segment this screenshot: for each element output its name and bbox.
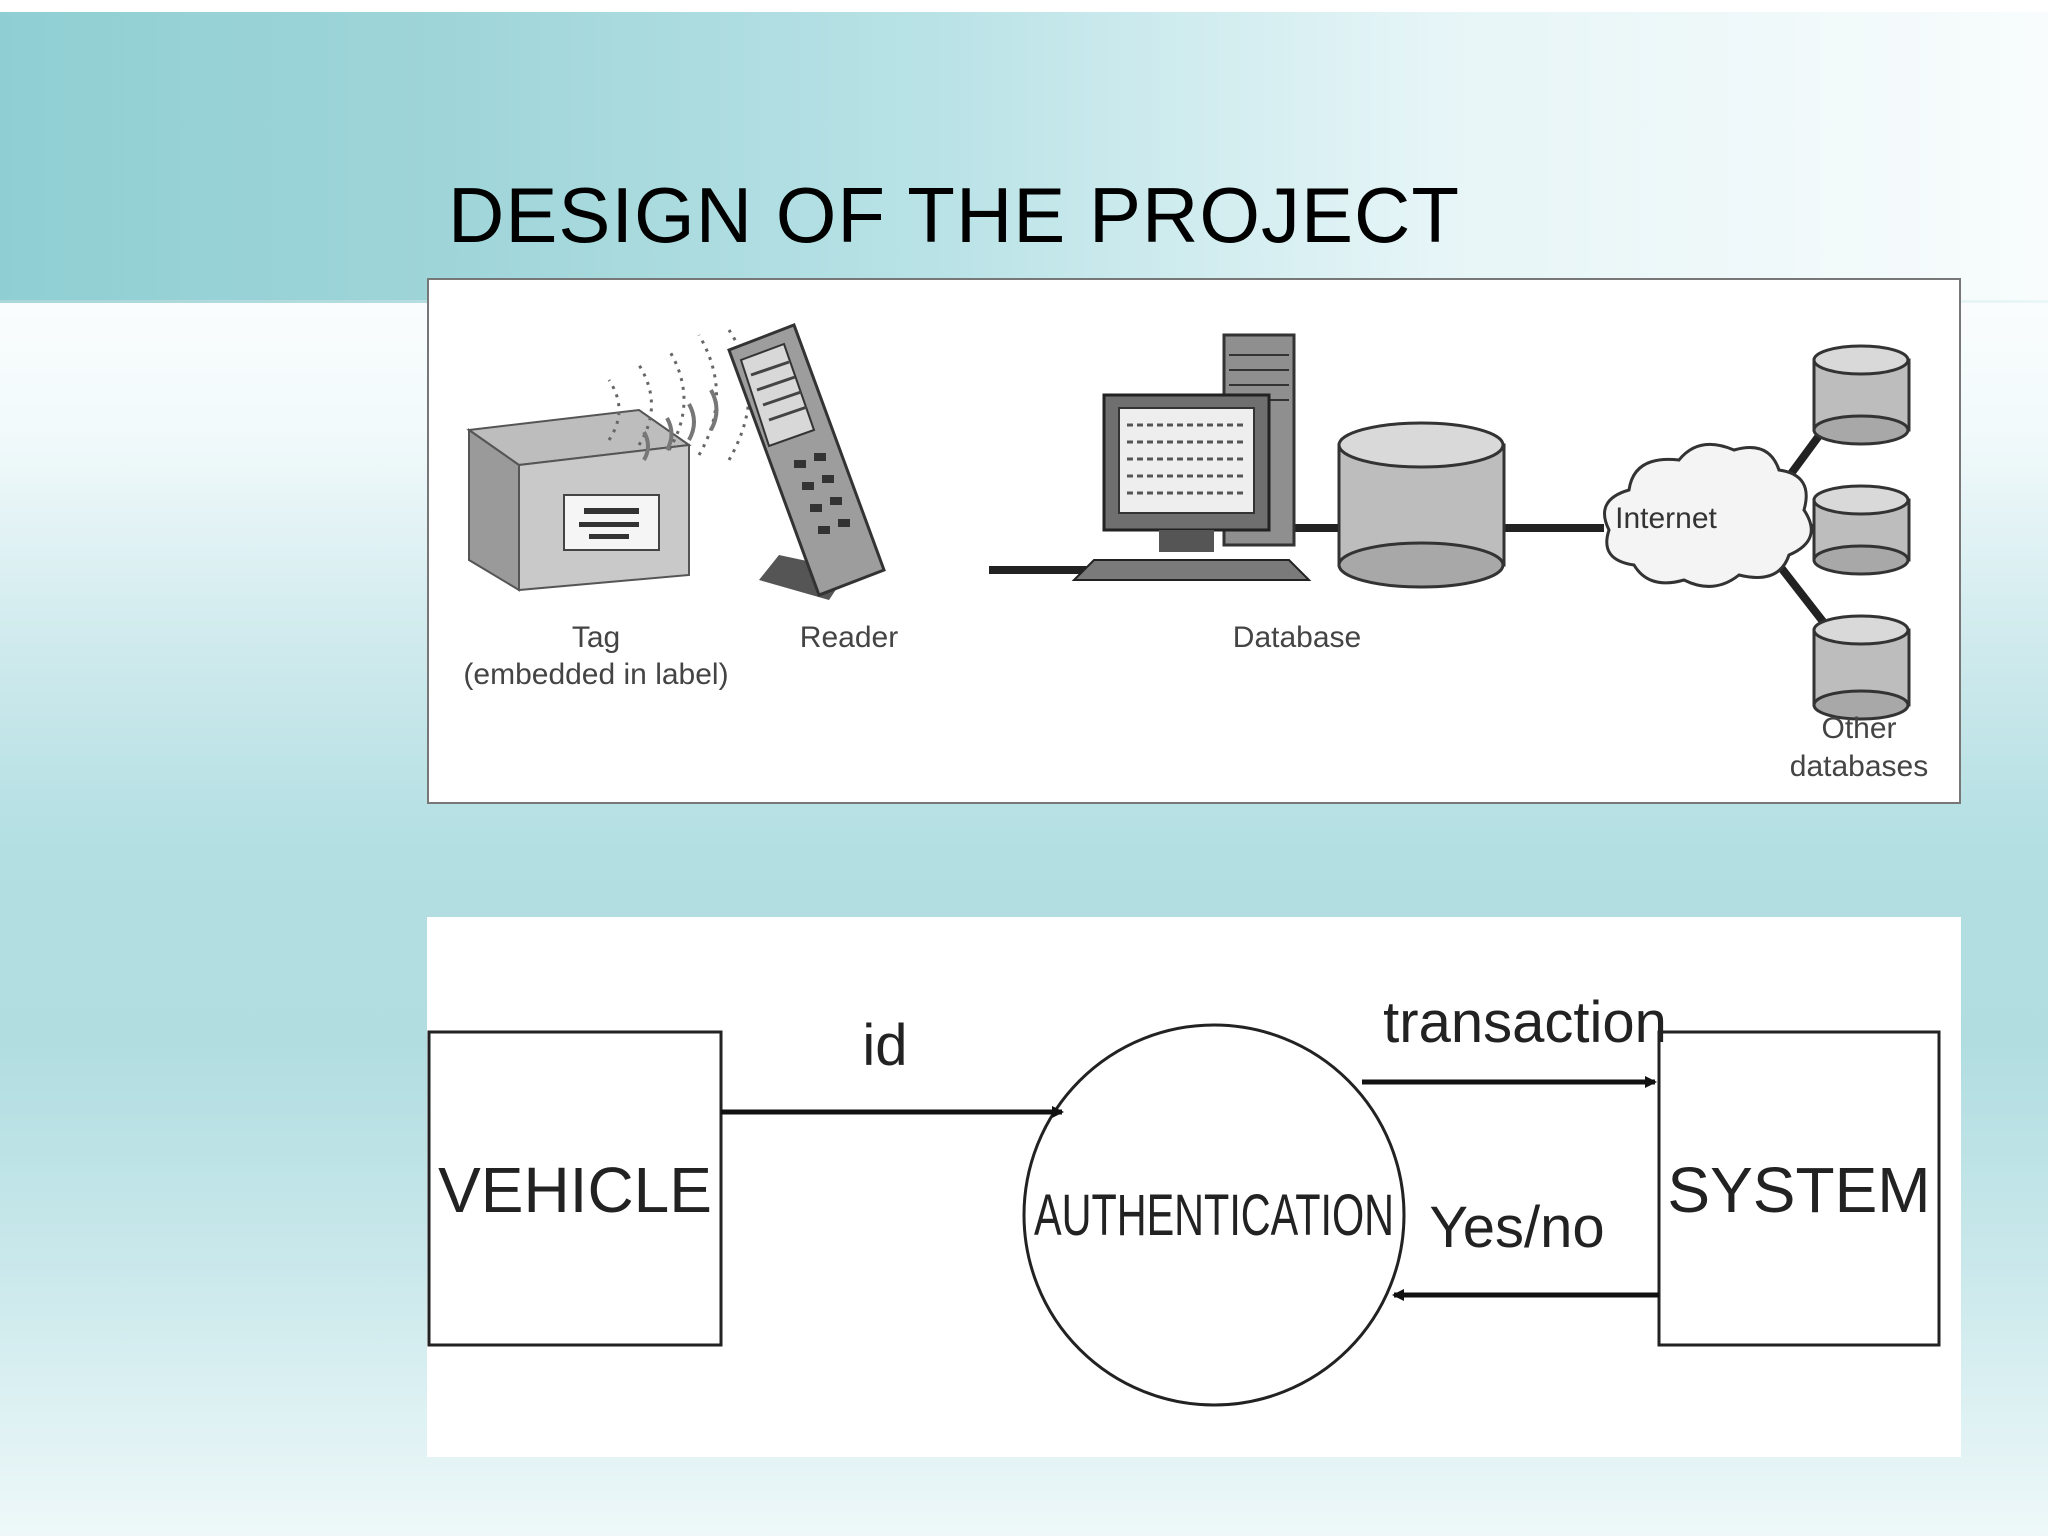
rfid-system-diagram: Internet Tag (embedded in label) Reader … xyxy=(427,278,1961,804)
other-database-middle-icon xyxy=(1812,484,1911,576)
reader-device-icon xyxy=(727,323,886,600)
database-cylinder-icon xyxy=(1337,421,1506,589)
transaction-label: transaction xyxy=(1383,990,1667,1055)
reader-label: Reader xyxy=(800,621,898,654)
yesno-label: Yes/no xyxy=(1429,1195,1604,1260)
radio-wave-icon xyxy=(607,329,751,461)
authentication-circle xyxy=(1022,1023,1406,1407)
computer-icon xyxy=(1071,333,1312,581)
database-label: Database xyxy=(1233,621,1361,654)
system-label: SYSTEM xyxy=(1667,1154,1930,1226)
vehicle-label: VEHICLE xyxy=(438,1154,712,1226)
tag-label-line1: Tag xyxy=(572,621,620,654)
authentication-flow-diagram: VEHICLE AUTHENTICATION SYSTEM id transac… xyxy=(427,917,1961,1457)
radio-wave-arcs xyxy=(642,389,719,461)
id-label: id xyxy=(862,1013,907,1078)
internet-cloud-icon xyxy=(1603,442,1813,588)
other-database-top-icon xyxy=(1812,344,1911,446)
header-band xyxy=(0,12,2048,302)
vehicle-box xyxy=(427,1030,723,1347)
other-databases-label-line1: Other xyxy=(1821,712,1896,745)
system-box xyxy=(1657,1030,1941,1347)
other-databases-label-line2: databases xyxy=(1790,750,1928,783)
tag-label-line2: (embedded in label) xyxy=(463,658,728,691)
slide-title: DESIGN OF THE PROJECT xyxy=(448,171,1460,259)
internet-label: Internet xyxy=(1615,502,1717,535)
authentication-label: AUTHENTICATION xyxy=(1034,1183,1394,1248)
tag-box-icon xyxy=(466,408,692,592)
other-database-bottom-icon xyxy=(1812,614,1911,721)
